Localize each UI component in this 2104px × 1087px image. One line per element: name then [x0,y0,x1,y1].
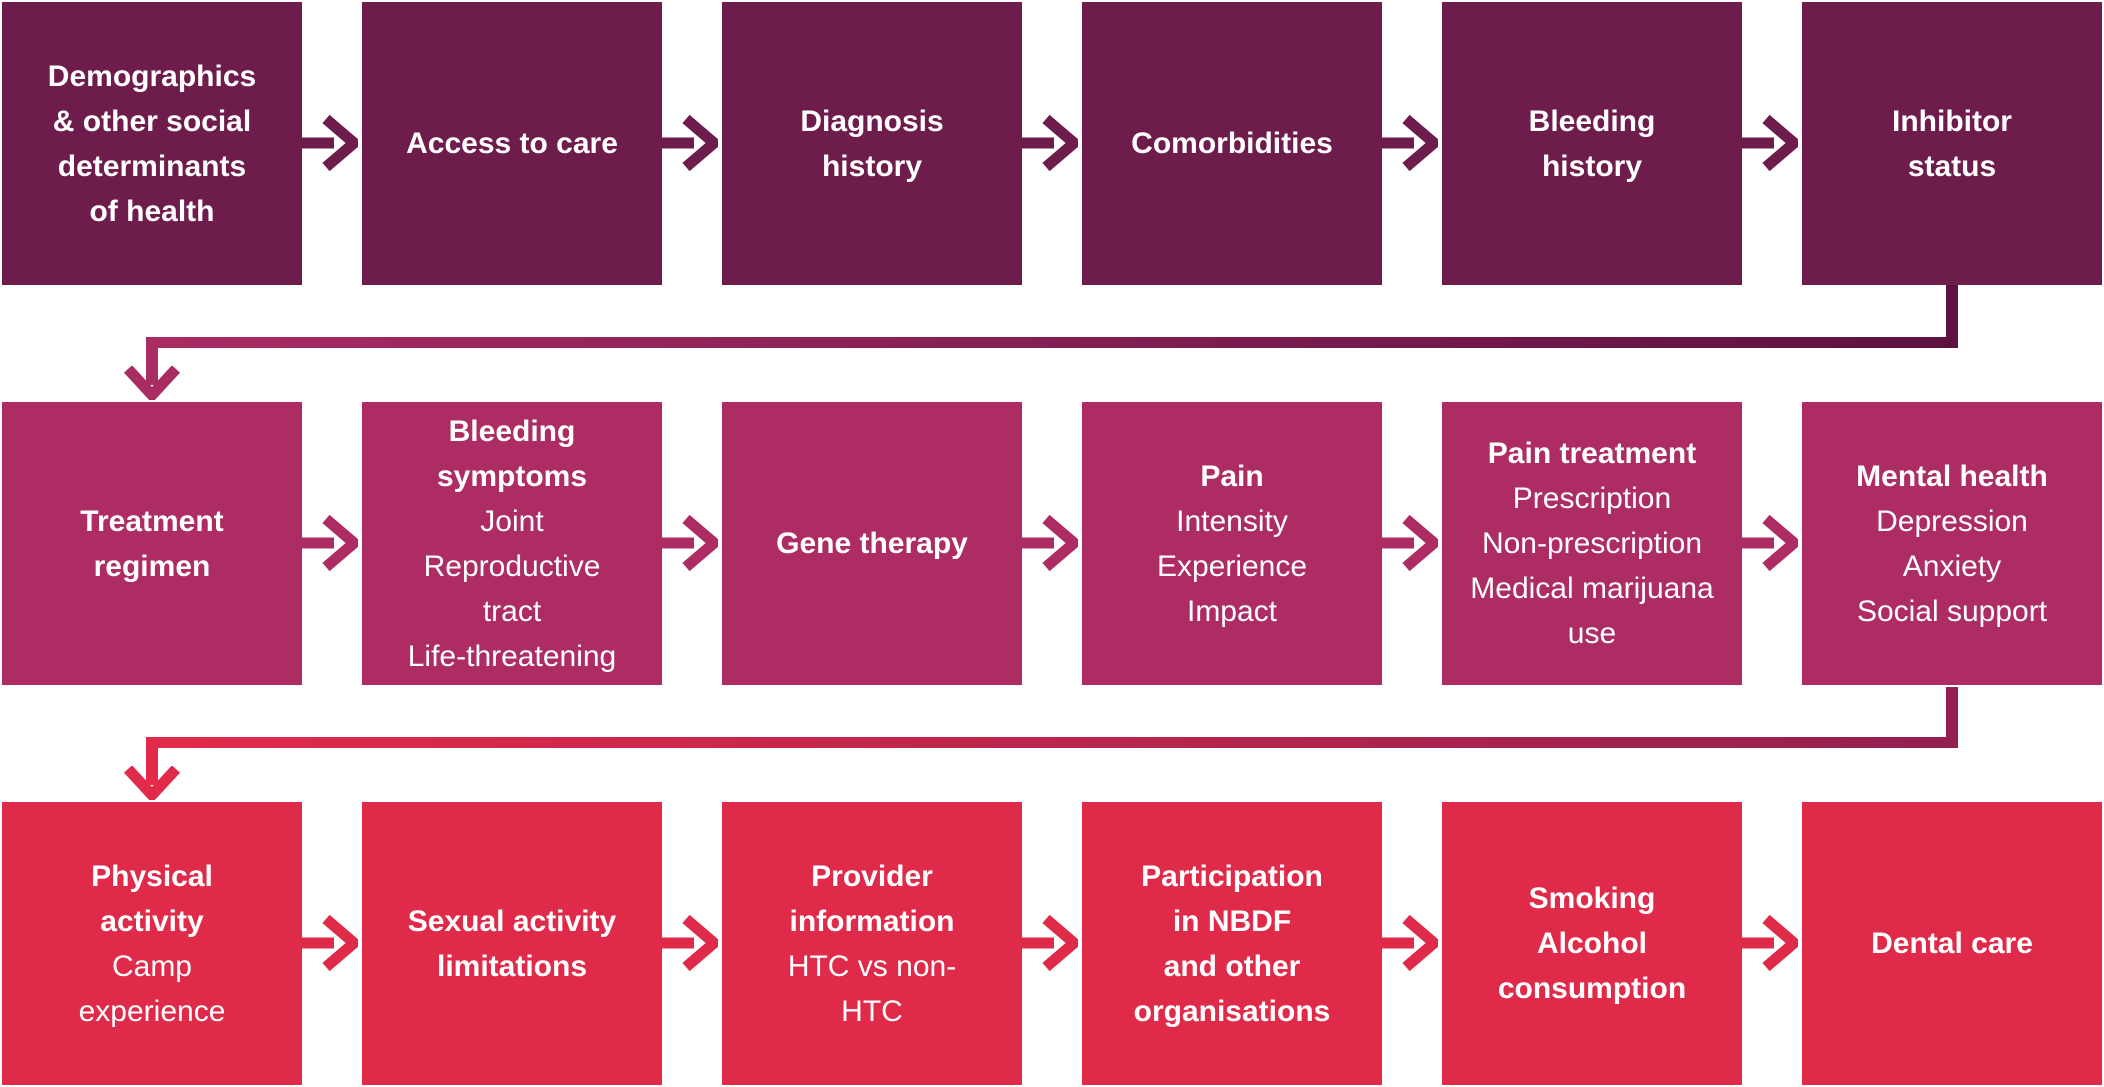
box-physical-activity: Physical activity Camp experience [2,802,302,1085]
box-sexual-activity: Sexual activity limitations [362,802,662,1085]
box-title: Treatment regimen [80,504,224,583]
box-pain-treatment: Pain treatment Prescription Non-prescrip… [1442,402,1742,685]
arrow-right-icon [1018,915,1078,971]
box-title: Bleeding symptoms [436,414,588,493]
arrow-down-icon [123,766,181,800]
arrow-right-icon [1018,115,1078,171]
arrow-right-icon [1738,515,1798,571]
box-title: Demographics & other social determinants… [47,59,257,228]
box-provider-information: Provider information HTC vs non- HTC [722,802,1022,1085]
box-gene-therapy: Gene therapy [722,402,1022,685]
box-dental-care: Dental care [1802,802,2102,1085]
box-title: Gene therapy [776,527,968,560]
box-title: Sexual activity limitations [407,904,617,983]
arrow-right-icon [1378,515,1438,571]
box-title: Pain [1200,459,1264,493]
arrow-right-icon [298,915,358,971]
box-pain: Pain Intensity Experience Impact [1082,402,1382,685]
box-subtext: Joint Reproductive tract Life-threatenin… [407,504,617,673]
arrow-right-icon [658,115,718,171]
arrow-right-icon [658,515,718,571]
box-title: Diagnosis history [800,104,944,183]
connector-row2-row3-shaft [146,737,158,785]
box-title: Pain treatment [1487,437,1697,470]
connector-row2-row3-horizontal [146,737,1958,748]
arrow-right-icon [1738,115,1798,171]
connector-row1-row2-vertical [1946,285,1958,348]
box-title: Physical activity [91,859,213,938]
box-subtext: HTC vs non- HTC [787,949,957,1028]
box-comorbidities: Comorbidities [1082,2,1382,285]
box-treatment-regimen: Treatment regimen [2,402,302,685]
arrow-right-icon [1378,115,1438,171]
box-title: Inhibitor status [1892,104,2012,183]
connector-row1-row2-shaft [146,337,158,385]
box-access-to-care: Access to care [362,2,662,285]
box-title: Dental care [1871,927,2033,960]
arrow-right-icon [298,515,358,571]
arrow-right-icon [1018,515,1078,571]
box-bleeding-symptoms: Bleeding symptoms Joint Reproductive tra… [362,402,662,685]
arrow-right-icon [298,115,358,171]
box-inhibitor-status: Inhibitor status [1802,2,2102,285]
box-diagnosis-history: Diagnosis history [722,2,1022,285]
box-smoking-alcohol: Smoking Alcohol consumption [1442,802,1742,1085]
box-subtext: Intensity Experience Impact [1156,504,1308,628]
box-bleeding-history: Bleeding history [1442,2,1742,285]
box-title: Bleeding history [1528,104,1656,183]
box-title: Access to care [406,127,618,160]
box-participation-nbdf: Participation in NBDF and other organisa… [1082,802,1382,1085]
box-subtext: Depression Anxiety Social support [1856,504,2048,628]
box-subtext: Prescription Non-prescription Medical ma… [1470,482,1714,650]
arrow-down-icon [123,366,181,400]
arrow-right-icon [658,915,718,971]
box-title: Smoking Alcohol consumption [1497,882,1687,1005]
box-title: Participation in NBDF and other organisa… [1133,859,1331,1028]
arrow-right-icon [1378,915,1438,971]
box-title: Provider information [789,859,955,938]
box-mental-health: Mental health Depression Anxiety Social … [1802,402,2102,685]
box-title: Comorbidities [1131,127,1333,160]
arrow-right-icon [1738,915,1798,971]
connector-row1-row2-horizontal [146,337,1958,348]
box-demographics: Demographics & other social determinants… [2,2,302,285]
box-subtext: Camp experience [78,949,226,1028]
box-title: Mental health [1856,459,2048,493]
connector-row2-row3-vertical [1946,687,1958,748]
